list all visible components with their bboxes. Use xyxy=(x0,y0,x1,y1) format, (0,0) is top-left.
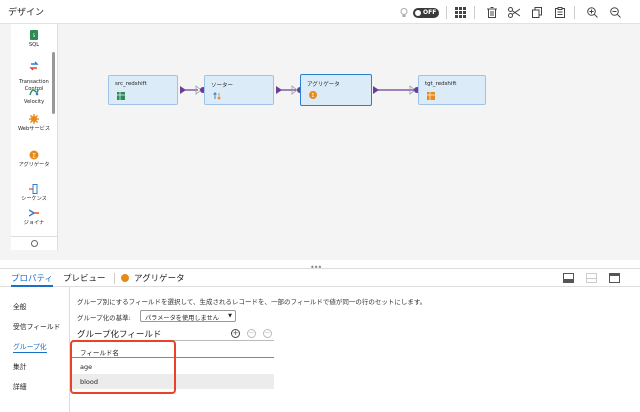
palette-label: シーケンス xyxy=(21,196,47,202)
add-field-icon[interactable]: + xyxy=(231,329,240,338)
palette-item-sequence[interactable]: シーケンス xyxy=(11,184,57,203)
grid-icon[interactable] xyxy=(453,6,467,19)
link-aggregator-to-target[interactable] xyxy=(373,85,420,95)
group-basis-select[interactable]: パラメータを使用しません ▼ xyxy=(140,310,236,322)
toolbar-divider xyxy=(446,6,447,19)
tab-preview[interactable]: プレビュー xyxy=(63,274,106,284)
design-header: デザイン OFF xyxy=(0,0,640,24)
header-divider xyxy=(72,357,274,358)
svg-text:S: S xyxy=(33,33,36,38)
palette-footer xyxy=(11,236,57,250)
palette-label: SQL xyxy=(28,42,40,48)
table-row[interactable]: age xyxy=(80,363,93,371)
node-sorter[interactable]: ソーター xyxy=(204,75,274,105)
delete-field-icon[interactable]: − xyxy=(263,329,272,338)
design-title: デザイン xyxy=(8,8,45,18)
palette-item-joiner[interactable]: ジョイナ xyxy=(11,208,57,227)
link-sorter-to-aggregator[interactable] xyxy=(276,85,303,95)
toggle-label: OFF xyxy=(423,9,437,16)
sorter-icon xyxy=(213,92,221,100)
move-up-icon[interactable]: − xyxy=(247,329,256,338)
palette-item-sql[interactable]: S SQL xyxy=(11,30,57,49)
node-tgt-redshift[interactable]: tgt_redshift xyxy=(418,75,486,105)
node-label: src_redshift xyxy=(115,81,147,87)
maximize-panel-icon[interactable] xyxy=(609,273,620,283)
toolbar-divider xyxy=(574,6,575,19)
palette-label: Transaction Control xyxy=(19,79,49,92)
group-basis-value: パラメータを使用しません xyxy=(145,315,219,322)
side-item-general[interactable]: 全般 xyxy=(13,303,27,311)
group-fields-title: グループ化フィールド xyxy=(77,330,162,340)
node-label: ソーター xyxy=(211,83,234,89)
properties-side-menu: 全般 受信フィールド グループ化 集計 詳細 xyxy=(0,287,70,412)
node-label: tgt_redshift xyxy=(425,81,457,87)
tab-properties[interactable]: プロパティ xyxy=(11,274,53,284)
chevron-down-icon: ▼ xyxy=(228,313,232,319)
palette-item-web-service[interactable]: Webサービス xyxy=(11,114,57,133)
toggle-knob xyxy=(415,10,421,16)
sequence-icon xyxy=(29,184,38,194)
properties-tabbar: プロパティ プレビュー アグリゲータ xyxy=(0,269,640,287)
palette-item-velocity[interactable]: Velocity xyxy=(11,87,57,106)
transformation-palette: S SQL Transaction Control Velocity Webサー… xyxy=(11,24,58,250)
velocity-icon xyxy=(29,88,39,96)
group-basis-label: グループ化の基準: xyxy=(77,314,131,322)
annotation-highlight-box xyxy=(70,340,176,394)
palette-label: ジョイナ xyxy=(23,220,45,226)
side-item-aggregate[interactable]: 集計 xyxy=(13,363,27,371)
side-item-group-by[interactable]: グループ化 xyxy=(13,343,47,353)
node-label: アグリゲータ xyxy=(307,82,340,88)
copy-icon[interactable] xyxy=(530,6,544,19)
joiner-icon xyxy=(29,209,39,217)
toolbar-divider xyxy=(474,6,475,19)
side-item-incoming-fields[interactable]: 受信フィールド xyxy=(13,323,61,331)
globe-icon[interactable] xyxy=(30,240,38,247)
source-table-icon xyxy=(117,92,125,100)
transaction-control-icon xyxy=(29,61,39,70)
trash-icon[interactable] xyxy=(485,6,499,19)
selected-object-title: アグリゲータ xyxy=(134,274,185,284)
palette-scrollbar[interactable] xyxy=(52,52,55,114)
zoom-in-icon[interactable] xyxy=(585,6,599,19)
zoom-out-icon[interactable] xyxy=(608,6,622,19)
aggregator-icon xyxy=(121,274,129,282)
sql-icon: S xyxy=(30,30,38,40)
palette-item-aggregator[interactable]: Σ アグリゲータ xyxy=(11,150,57,169)
svg-text:Σ: Σ xyxy=(311,93,314,99)
palette-label: アグリゲータ xyxy=(18,162,50,168)
dock-bottom-icon[interactable] xyxy=(563,273,574,283)
palette-item-transaction-control[interactable]: Transaction Control xyxy=(11,54,57,92)
active-tab-underline xyxy=(11,285,53,287)
group-by-description: グループ別にするフィールドを選択して、生成されるレコードを、一部のフィールドで値… xyxy=(77,298,427,306)
panel-splitter-handle[interactable]: ••• xyxy=(310,263,322,272)
aggregator-icon: Σ xyxy=(29,150,39,160)
svg-text:Σ: Σ xyxy=(32,152,36,159)
tab-divider xyxy=(114,273,115,284)
mapping-canvas[interactable] xyxy=(0,24,640,260)
lightbulb-icon[interactable] xyxy=(397,6,411,19)
side-item-advanced[interactable]: 詳細 xyxy=(13,383,27,391)
table-row[interactable]: blood xyxy=(72,374,274,389)
scissors-icon[interactable] xyxy=(507,6,521,19)
node-aggregator[interactable]: アグリゲータ Σ xyxy=(300,74,372,106)
web-service-icon xyxy=(29,114,39,124)
split-view-icon[interactable] xyxy=(586,273,597,283)
clipboard-icon[interactable] xyxy=(553,6,567,19)
grid-snap-toggle[interactable]: OFF xyxy=(413,8,439,18)
palette-label: Webサービス xyxy=(17,126,51,132)
aggregator-icon: Σ xyxy=(309,91,317,99)
palette-label: Velocity xyxy=(23,99,45,105)
properties-panel: プロパティ プレビュー アグリゲータ 全般 受信フィールド グループ化 集計 詳… xyxy=(0,268,640,412)
target-table-icon xyxy=(427,92,435,100)
link-src-to-sorter[interactable] xyxy=(180,85,206,95)
node-src-redshift[interactable]: src_redshift xyxy=(108,75,178,105)
column-header-field-name[interactable]: フィールド名 xyxy=(80,349,119,357)
